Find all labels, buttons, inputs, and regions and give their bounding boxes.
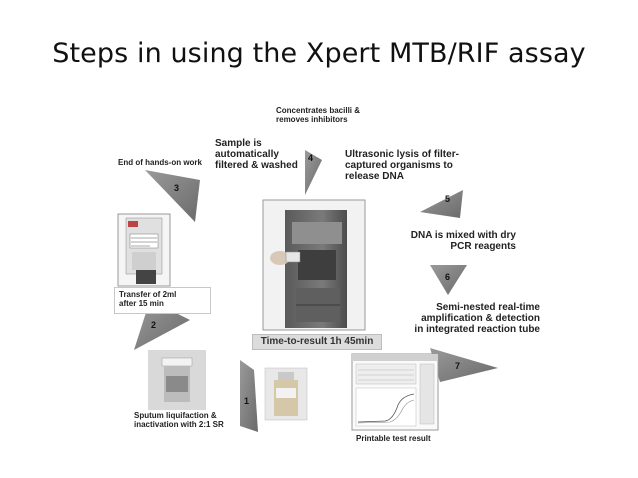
- slide-title: Steps in using the Xpert MTB/RIF assay: [52, 38, 586, 69]
- step-4-line-1: Sample is: [215, 138, 262, 149]
- concentrates-label: Concentrates bacilli & removes inhibitor…: [276, 106, 360, 124]
- arrow-step-6: [430, 265, 467, 295]
- step-1-line-1: Sputum liquifaction &: [134, 411, 217, 420]
- step-number-1: 1: [244, 396, 250, 406]
- step-4-line-3: filtered & washed: [215, 160, 298, 171]
- step-number-3: 3: [174, 183, 180, 193]
- step-2-line-2: after 15 min: [119, 299, 164, 308]
- step-6-label: DNA is mixed with dry PCR reagents: [398, 230, 516, 252]
- transfer-label-box: [114, 287, 211, 314]
- step-5-line-2: captured organisms to: [345, 160, 453, 171]
- time-to-result-label: Time-to-result 1h 45min: [252, 334, 382, 350]
- step-number-4: 4: [308, 153, 314, 163]
- step-5-line-3: release DNA: [345, 171, 404, 182]
- step-5-label: Ultrasonic lysis of filter- captured org…: [345, 149, 459, 182]
- step-number-2: 2: [151, 320, 157, 330]
- step-1-label: Sputum liquifaction & inactivation with …: [134, 411, 224, 429]
- step-number-6: 6: [445, 272, 451, 282]
- step-3-line-1: End of hands-on work: [118, 158, 202, 167]
- step-4-label: Sample is automatically filtered & washe…: [215, 138, 298, 171]
- step-5-line-1: Ultrasonic lysis of filter-: [345, 149, 459, 160]
- step-7-line-2: amplification & detection: [421, 313, 540, 324]
- reagent-bottle-image: [264, 367, 308, 421]
- sputum-container-image: [148, 350, 206, 410]
- concentrates-line-1: Concentrates bacilli &: [276, 106, 361, 115]
- step-number-5: 5: [445, 194, 451, 204]
- step-7-line-1: Semi-nested real-time: [436, 302, 540, 313]
- concentrates-line-2: removes inhibitors: [276, 115, 348, 124]
- cartridge-image: [117, 213, 171, 287]
- arrow-step-5: [420, 190, 463, 218]
- step-6-line-2: PCR reagents: [450, 241, 516, 252]
- arrow-step-3: [145, 170, 200, 222]
- test-result-screenshot: [351, 353, 439, 431]
- step-2-line-1: Transfer of 2ml: [119, 290, 177, 299]
- step-1-line-2: inactivation with 2:1 SR: [134, 420, 224, 429]
- printable-result-label: Printable test result: [356, 434, 431, 443]
- step-6-line-1: DNA is mixed with dry: [410, 230, 516, 241]
- step-3-label: End of hands-on work: [118, 158, 202, 167]
- arrow-step-1: [240, 360, 258, 432]
- arrow-step-7: [430, 348, 498, 382]
- genexpert-machine-image: [262, 199, 366, 331]
- step-2-label: Transfer of 2ml after 15 min: [119, 290, 176, 308]
- step-number-7: 7: [455, 361, 461, 371]
- arrow-step-4: [305, 150, 322, 195]
- step-7-label: Semi-nested real-time amplification & de…: [400, 302, 540, 335]
- step-7-line-3: in integrated reaction tube: [414, 324, 540, 335]
- step-4-line-2: automatically: [215, 149, 279, 160]
